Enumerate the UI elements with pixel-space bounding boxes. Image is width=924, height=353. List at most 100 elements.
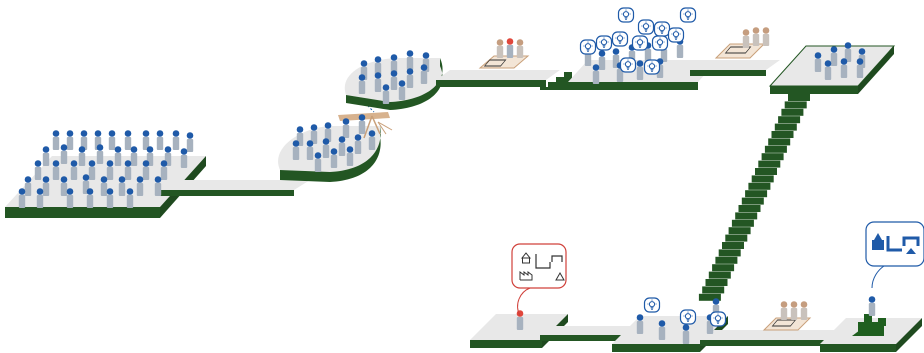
corridor-1: [160, 180, 310, 196]
person-icon: [506, 38, 514, 58]
person-icon: [346, 146, 354, 166]
person-icon: [516, 39, 524, 58]
stair-step: [761, 153, 784, 161]
table-1: [478, 55, 530, 69]
person-icon: [322, 138, 330, 158]
stair-step: [698, 293, 721, 301]
corridor-2: [436, 70, 560, 87]
person-icon: [34, 160, 42, 180]
stair-step: [784, 101, 807, 109]
person-icon: [180, 148, 188, 168]
person-icon: [824, 60, 832, 80]
stair-step: [768, 138, 791, 146]
person-icon: [636, 314, 644, 334]
person-icon: [136, 176, 144, 196]
person-icon: [682, 324, 690, 344]
stair-step: [751, 175, 774, 183]
person-icon: [86, 188, 94, 208]
person-icon: [106, 160, 114, 180]
corridor-3: [690, 60, 780, 76]
lightbulb-icon: [679, 309, 697, 325]
person-icon: [420, 64, 428, 84]
lightbulb-icon: [617, 7, 635, 23]
stair-step: [725, 234, 748, 242]
person-icon: [172, 130, 180, 150]
stair-step: [702, 286, 725, 294]
person-icon: [382, 84, 390, 104]
lightbulb-icon: [709, 311, 727, 327]
person-icon: [516, 310, 524, 330]
stair-step: [718, 249, 741, 257]
pipe-icon: [535, 254, 551, 269]
lightbulb-icon: [667, 27, 685, 43]
stair-step: [728, 227, 751, 235]
stair-step: [735, 212, 758, 220]
person-icon: [814, 52, 822, 72]
stairs-icon: [698, 94, 810, 301]
stair-step: [748, 182, 771, 190]
table-2: [714, 43, 766, 59]
person-icon: [60, 144, 68, 164]
person-icon: [186, 132, 194, 152]
person-icon: [124, 130, 132, 150]
person-icon: [78, 146, 86, 166]
person-icon: [496, 39, 504, 58]
bottom-corridor-1: [540, 326, 650, 341]
person-icon: [752, 27, 760, 46]
person-icon: [342, 118, 350, 138]
person-icon: [114, 146, 122, 166]
person-icon: [406, 68, 414, 88]
person-icon: [154, 176, 162, 196]
person-icon: [790, 301, 798, 320]
stair-step: [731, 219, 754, 227]
person-icon: [106, 188, 114, 208]
person-icon: [636, 60, 644, 80]
stair-step: [705, 279, 728, 286]
stair-step: [778, 116, 801, 124]
person-icon: [108, 130, 116, 150]
person-icon: [24, 176, 32, 196]
arch-icon-blue: [902, 236, 920, 254]
lightbulb-icon: [679, 7, 697, 23]
person-icon: [88, 160, 96, 180]
person-icon: [100, 176, 108, 196]
person-icon: [124, 160, 132, 180]
person-icon: [800, 301, 808, 320]
stair-step: [722, 242, 744, 249]
person-icon: [66, 188, 74, 208]
table-3: [762, 317, 812, 331]
lightbulb-icon: [653, 21, 671, 37]
factory-icon: [852, 314, 886, 336]
lightbulb-icon: [651, 35, 669, 51]
pipe-icon-blue: [886, 236, 902, 252]
person-icon: [52, 160, 60, 180]
person-icon: [130, 146, 138, 166]
stair-step: [764, 145, 787, 153]
person-icon: [856, 58, 864, 78]
lightbulb-icon: [595, 35, 613, 51]
red-concept-bubble: [511, 243, 567, 317]
person-icon: [330, 148, 338, 168]
person-icon: [60, 176, 68, 196]
stair-step: [741, 197, 764, 205]
person-icon: [66, 130, 74, 150]
stair-step: [771, 131, 794, 138]
person-icon: [18, 188, 26, 208]
person-icon: [354, 134, 362, 154]
lightbulb-icon: [619, 57, 637, 73]
person-icon: [52, 130, 60, 150]
lightbulb-icon: [643, 59, 661, 75]
stair-step: [708, 271, 731, 279]
stair-step: [745, 190, 768, 198]
lightbulb-icon: [579, 39, 597, 55]
person-icon: [830, 46, 838, 66]
person-icon: [840, 58, 848, 78]
person-icon: [42, 146, 50, 166]
person-icon: [314, 152, 322, 172]
person-icon: [398, 80, 406, 100]
person-icon: [374, 72, 382, 92]
person-icon: [390, 70, 398, 90]
person-icon: [868, 296, 876, 316]
